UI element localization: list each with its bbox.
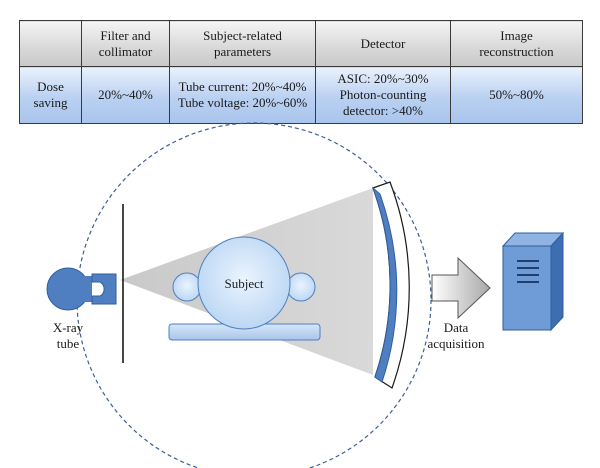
data-acquisition-arrow xyxy=(431,256,491,320)
dose-saving-table: Filter and collimator Subject-related pa… xyxy=(19,20,583,124)
computer-front xyxy=(502,245,552,331)
table-header-row: Filter and collimator Subject-related pa… xyxy=(19,20,583,67)
subject-right-arm xyxy=(286,272,316,302)
header-empty-cell xyxy=(19,20,82,67)
header-image-reconstruction: Image reconstruction xyxy=(450,20,583,67)
data-acquisition-label: Data acquisition xyxy=(427,320,485,351)
cell-subject-parameters: Tube current: 20%~40% Tube voltage: 20%~… xyxy=(169,66,316,124)
subject-label: Subject xyxy=(224,276,264,291)
row-label-dose-saving: Dose saving xyxy=(19,66,82,124)
cell-detector: ASIC: 20%~30% Photon-counting detector: … xyxy=(315,66,451,124)
detector-arc-active xyxy=(371,186,398,383)
xray-tube-label: X-ray tube xyxy=(52,320,84,351)
cell-image-reconstruction: 50%~80% xyxy=(450,66,583,124)
subject-body xyxy=(197,236,291,330)
header-subject-parameters: Subject-related parameters xyxy=(169,20,316,67)
table-row: Dose saving 20%~40% Tube current: 20%~40… xyxy=(19,66,583,124)
header-detector: Detector xyxy=(315,20,451,67)
xray-tube-collimator xyxy=(91,273,117,305)
cell-filter-collimator: 20%~40% xyxy=(81,66,170,124)
computer-side xyxy=(550,231,564,332)
xray-tube-neck xyxy=(78,276,92,302)
subject-left-arm xyxy=(172,272,202,302)
